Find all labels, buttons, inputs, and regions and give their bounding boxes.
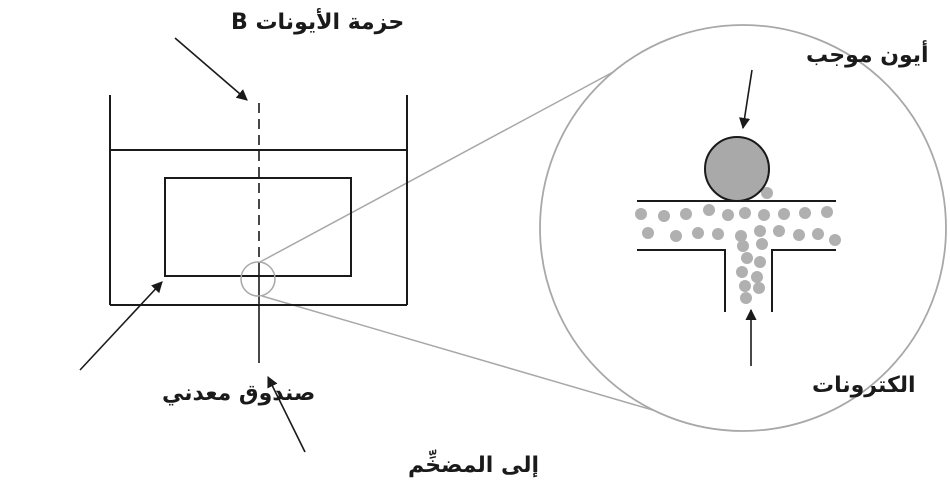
electron-dot [740, 292, 752, 304]
electron-dot [635, 208, 647, 220]
magnifier-circle [539, 24, 947, 432]
electron-dot [753, 282, 765, 294]
electron-dot [739, 280, 751, 292]
electron-dot [793, 229, 805, 241]
electron-dot [754, 256, 766, 268]
electron-dot [821, 206, 833, 218]
electron-dot [658, 210, 670, 222]
electron-dot [754, 225, 766, 237]
electron-dot [739, 207, 751, 219]
electron-dot [741, 252, 753, 264]
to-amplifier-label: إلى المضخِّم [408, 450, 539, 478]
electron-dot [712, 228, 724, 240]
electron-dots [635, 187, 841, 304]
magnify-region [240, 261, 276, 297]
metal-box-label: صندوق معدني [162, 381, 315, 406]
electron-dot [735, 230, 747, 242]
ion-beam-label: حزمة الأيونات B [231, 7, 404, 35]
electron-dot [799, 207, 811, 219]
positive-ion [704, 136, 770, 202]
electron-dot [692, 227, 704, 239]
electron-dot [773, 225, 785, 237]
ion-beam-arrow [174, 37, 248, 101]
electron-dot [756, 238, 768, 250]
electron-dot [722, 209, 734, 221]
amplifier-arrow [267, 375, 306, 453]
positive-ion-label: أيون موجب [806, 39, 929, 68]
arrows [79, 37, 757, 453]
electron-dot [812, 228, 824, 240]
electron-dot [829, 234, 841, 246]
electron-dot [680, 208, 692, 220]
electron-dot [703, 204, 715, 216]
metal-box [164, 177, 352, 277]
electrons-label: الكترونات [812, 373, 916, 398]
positive-ion-arrow [739, 69, 753, 130]
electron-dot [751, 271, 763, 283]
electron-dot [761, 187, 773, 199]
electron-dot [758, 209, 770, 221]
electron-dot [737, 240, 749, 252]
electron-dot [670, 230, 682, 242]
electron-dot [778, 208, 790, 220]
electron-dot [642, 227, 654, 239]
electron-dot [736, 266, 748, 278]
metal-box-arrow [79, 281, 163, 371]
